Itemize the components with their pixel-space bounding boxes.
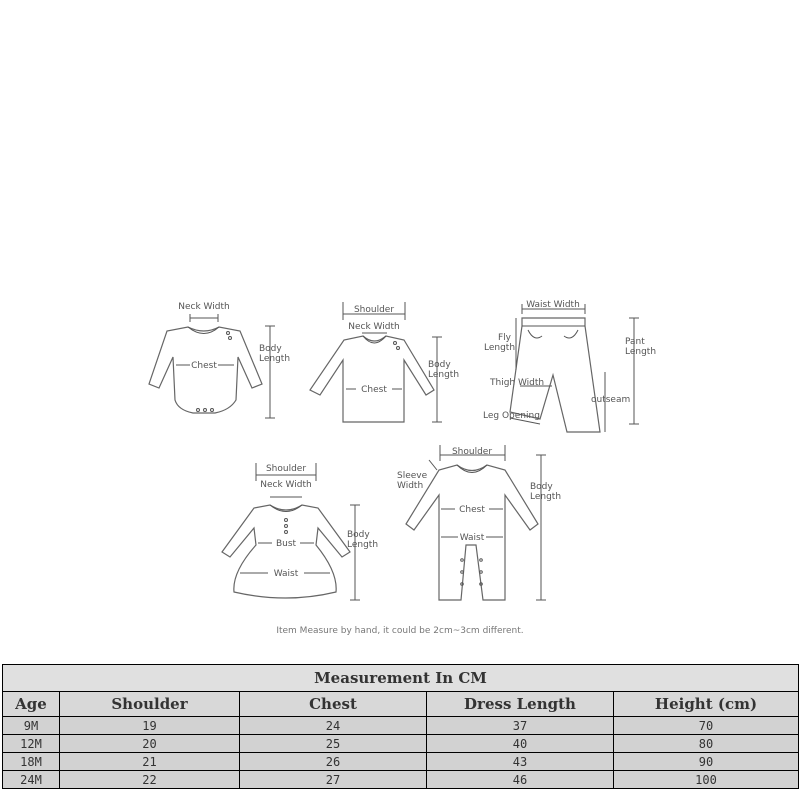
bodysuit-neck-width-label: Neck Width: [178, 302, 229, 312]
table-row: 24M 22 27 46 100: [2, 770, 799, 789]
cell-height: 80: [613, 734, 799, 753]
cell-height: 70: [613, 716, 799, 735]
pants-pant-length-label: Pant: [625, 337, 645, 347]
table-header-row: Age Shoulder Chest Dress Length Height (…: [2, 691, 799, 717]
romper-waist-label: Waist: [460, 533, 485, 543]
romper-outline: [405, 464, 539, 601]
cell-chest: 25: [239, 734, 427, 753]
table-title: Measurement In CM: [2, 664, 799, 692]
header-age: Age: [2, 691, 60, 717]
dress-body-length-label-2: Length: [347, 540, 378, 550]
top-chest-label: Chest: [361, 385, 387, 395]
romper-chest-label: Chest: [459, 505, 485, 515]
romper-sleeve-width-label: Sleeve: [397, 471, 428, 481]
bodysuit-outline: [148, 326, 263, 414]
measurement-note: Item Measure by hand, it could be 2cm~3c…: [276, 626, 524, 636]
cell-shoulder: 19: [59, 716, 240, 735]
cell-dress-length: 46: [426, 770, 614, 789]
header-shoulder: Shoulder: [59, 691, 240, 717]
dress-body-length-label: Body: [347, 530, 370, 540]
cell-height: 100: [613, 770, 799, 789]
bodysuit-body-length-label: Body: [259, 344, 282, 354]
cell-dress-length: 40: [426, 734, 614, 753]
cell-age: 9M: [2, 716, 60, 735]
dress-bust-label: Bust: [276, 539, 297, 549]
pants-thigh-width-label: Thigh Width: [489, 378, 544, 388]
romper-body-length-label-2: Length: [530, 492, 561, 502]
longsleeve-top-diagram: Shoulder Neck Width Chest Body Length: [309, 302, 459, 423]
cell-age: 24M: [2, 770, 60, 789]
cell-age: 12M: [2, 734, 60, 753]
cell-shoulder: 22: [59, 770, 240, 789]
dress-neck-width-label: Neck Width: [260, 480, 311, 490]
header-chest: Chest: [239, 691, 427, 717]
romper-diagram: Shoulder Sleeve Width Chest Waist Body L…: [397, 445, 561, 601]
bodysuit-diagram: Neck Width Chest Body Length: [148, 302, 290, 419]
pants-waist-width-label: Waist Width: [526, 300, 580, 310]
pants-pant-length-label-2: Length: [625, 347, 656, 357]
cell-chest: 24: [239, 716, 427, 735]
table-row: 9M 19 24 37 70: [2, 716, 799, 735]
table-row: 12M 20 25 40 80: [2, 734, 799, 753]
pants-fly-length-label: Fly: [498, 333, 512, 343]
longsleeve-top-outline: [309, 335, 435, 423]
top-body-length-label-2: Length: [428, 370, 459, 380]
romper-shoulder-label: Shoulder: [452, 447, 492, 457]
table-title-row: Measurement In CM: [2, 664, 799, 692]
bodysuit-chest-label: Chest: [191, 361, 217, 371]
pants-fly-length-label-2: Length: [484, 343, 515, 353]
cell-age: 18M: [2, 752, 60, 771]
table-row: 18M 21 26 43 90: [2, 752, 799, 771]
top-shoulder-label: Shoulder: [354, 305, 394, 315]
header-height: Height (cm): [613, 691, 799, 717]
pants-outseam-label: outseam: [591, 395, 630, 405]
cell-dress-length: 43: [426, 752, 614, 771]
top-body-length-label: Body: [428, 360, 451, 370]
cell-shoulder: 21: [59, 752, 240, 771]
cell-chest: 27: [239, 770, 427, 789]
romper-sleeve-width-label-2: Width: [397, 481, 423, 491]
cell-chest: 26: [239, 752, 427, 771]
size-chart-table: Measurement In CM Age Shoulder Chest Dre…: [2, 664, 799, 789]
dress-shoulder-label: Shoulder: [266, 464, 306, 474]
pants-leg-opening-label: Leg Opening: [483, 411, 540, 421]
garment-diagrams: Neck Width Chest Body Length Shoulder Ne…: [148, 300, 656, 601]
cell-height: 90: [613, 752, 799, 771]
top-neck-width-label: Neck Width: [348, 322, 399, 332]
cell-dress-length: 37: [426, 716, 614, 735]
header-dress-length: Dress Length: [426, 691, 614, 717]
cell-shoulder: 20: [59, 734, 240, 753]
pants-diagram: Waist Width Fly Length Pant Length Thigh…: [483, 300, 656, 433]
dress-diagram: Shoulder Neck Width Bust Waist Body Leng…: [221, 463, 378, 601]
romper-body-length-label: Body: [530, 482, 553, 492]
bodysuit-body-length-label-2: Length: [259, 354, 290, 364]
dress-waist-label: Waist: [274, 569, 299, 579]
